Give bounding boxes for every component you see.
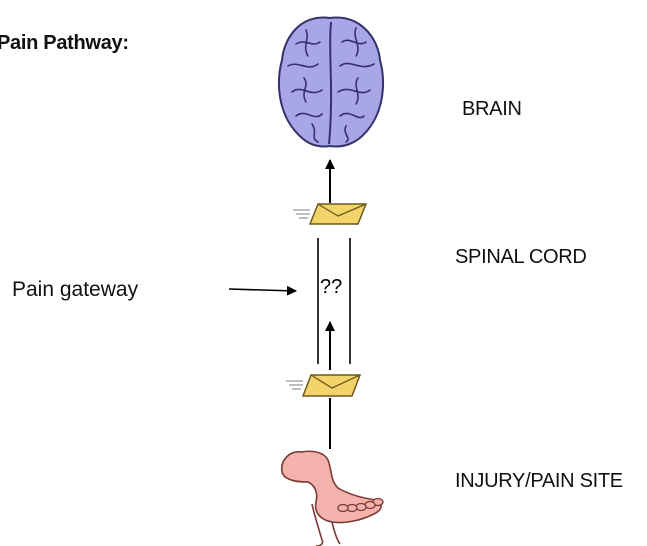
- brain-icon: [279, 18, 383, 147]
- stage-label-injury-site: INJURY/PAIN SITE: [455, 470, 623, 493]
- gateway-arrow: [229, 289, 296, 291]
- diagram-title: Pain Pathway:: [0, 32, 129, 55]
- pain-gateway-label: Pain gateway: [12, 278, 138, 302]
- envelope-icon: [286, 375, 360, 396]
- question-marks-label: ??: [320, 276, 342, 299]
- foot-icon: [282, 451, 383, 546]
- envelope-icon: [293, 204, 366, 224]
- stage-label-spinal-cord: SPINAL CORD: [455, 246, 587, 269]
- stage-label-brain: BRAIN: [462, 98, 522, 121]
